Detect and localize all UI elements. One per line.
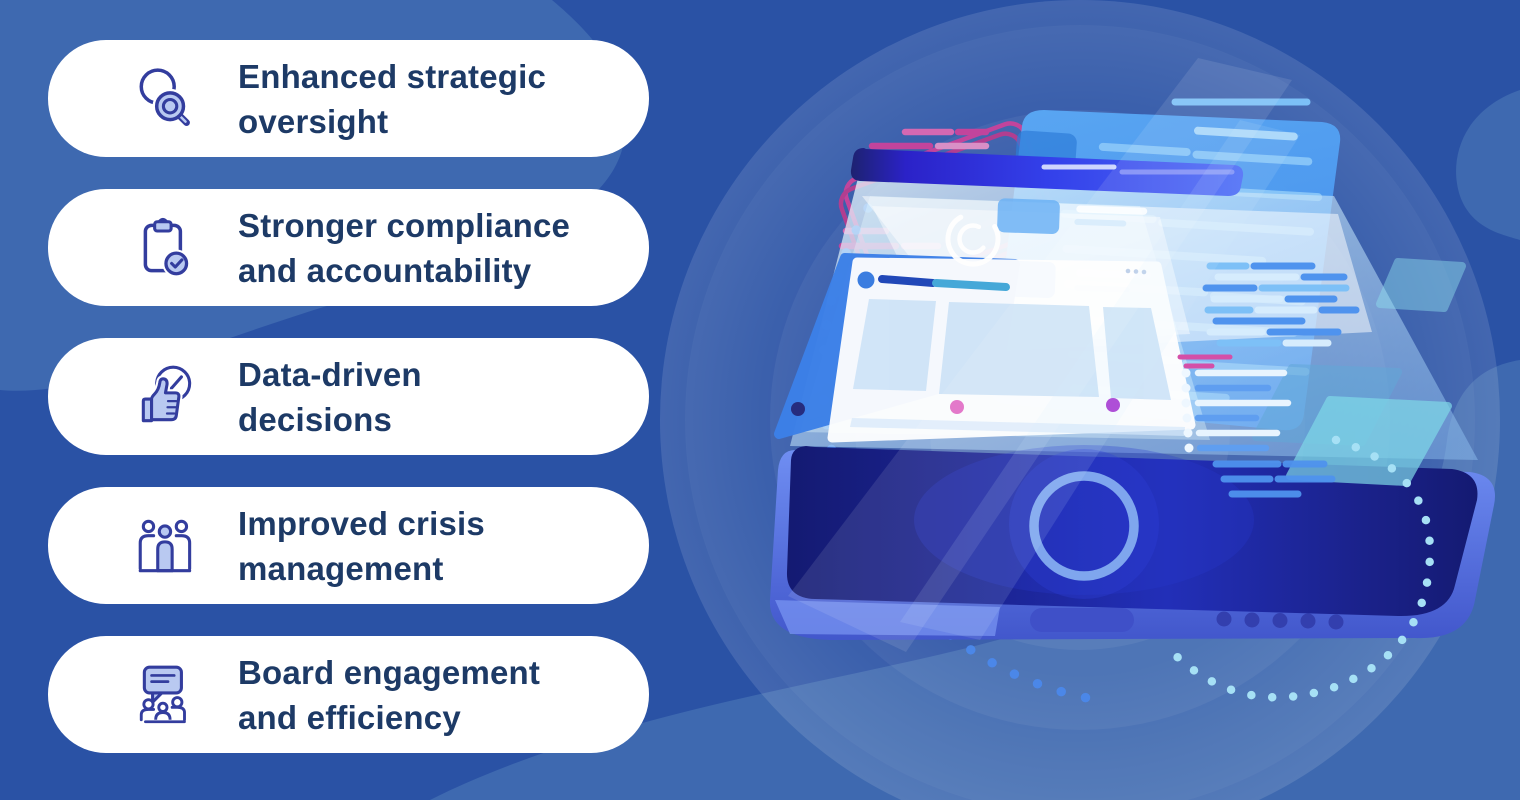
dash-rows-lower xyxy=(1212,460,1336,498)
dash-text-block xyxy=(1202,262,1360,347)
list-thumbnail xyxy=(997,198,1060,235)
search-icon xyxy=(139,67,190,126)
benefit-card-label: Improved crisis management xyxy=(238,504,485,587)
device-body xyxy=(769,445,1495,640)
status-dots xyxy=(791,398,1120,416)
front-window xyxy=(791,257,1196,443)
dotted-arc-right xyxy=(1167,435,1435,702)
bullet-list xyxy=(1181,368,1292,453)
benefit-card-crisis-management: Improved crisis management xyxy=(48,487,649,604)
pink-dash-small xyxy=(1177,354,1233,369)
benefit-card-strategic-oversight: Enhanced strategic oversight xyxy=(48,40,649,157)
benefit-card-label: Data-driven decisions xyxy=(238,355,422,438)
benefit-card-label: Stronger compliance and accountability xyxy=(238,206,571,289)
spinner xyxy=(945,211,1001,267)
thumbs-up-check-icon xyxy=(139,365,192,424)
window-menu-dots xyxy=(1125,268,1147,275)
people-icon xyxy=(138,519,192,572)
port-dots xyxy=(1216,611,1344,630)
benefit-card-compliance: Stronger compliance and accountability xyxy=(48,189,649,306)
benefit-card-label: Board engagement and efficiency xyxy=(238,653,541,736)
clipboard-check-icon xyxy=(143,217,191,277)
light-beams xyxy=(788,58,1300,652)
home-button xyxy=(1029,471,1139,581)
benefit-card-label: Enhanced strategic oversight xyxy=(238,57,547,140)
benefit-card-data-driven: Data-driven decisions xyxy=(48,338,649,455)
teal-shapes xyxy=(1252,258,1466,486)
speech-bubble-team-icon xyxy=(139,665,186,723)
benefit-card-engagement: Board engagement and efficiency xyxy=(48,636,649,753)
window-grid-columns xyxy=(853,299,1171,400)
window-avatar xyxy=(857,271,875,289)
speaker-slot xyxy=(1030,608,1134,632)
device-top-bar xyxy=(850,148,1244,196)
